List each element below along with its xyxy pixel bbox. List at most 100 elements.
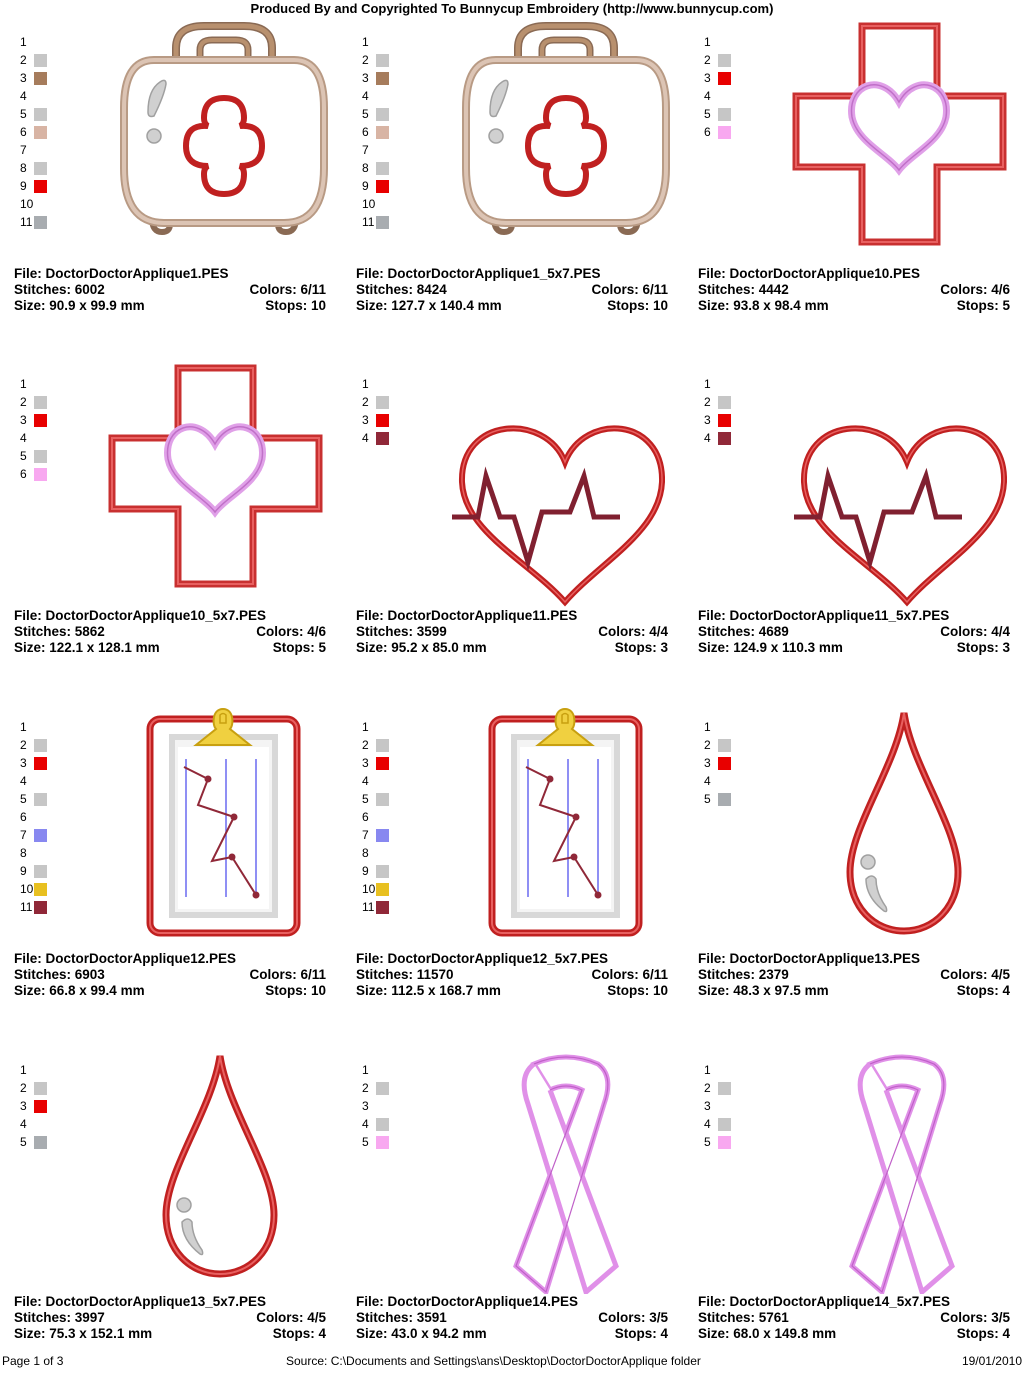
color-index: 1 — [20, 35, 27, 49]
color-swatch — [718, 739, 731, 752]
color-swatch-row: 1 — [362, 35, 402, 53]
color-swatch — [376, 1136, 389, 1149]
color-swatch-row: 11 — [20, 215, 60, 233]
color-index: 2 — [362, 1081, 369, 1095]
color-index: 7 — [20, 828, 27, 842]
color-index: 3 — [704, 756, 711, 770]
file-name: File: DoctorDoctorApplique13.PES — [698, 951, 921, 966]
color-index: 9 — [20, 179, 27, 193]
color-swatch-row: 3 — [362, 71, 402, 89]
color-swatch — [376, 757, 389, 770]
color-index: 3 — [704, 1099, 711, 1113]
color-index: 7 — [362, 143, 369, 157]
color-swatch — [376, 108, 389, 121]
color-swatch-row: 2 — [362, 738, 402, 756]
color-index: 11 — [362, 900, 375, 914]
color-swatch-row: 5 — [20, 1135, 60, 1153]
color-index: 5 — [362, 1135, 369, 1149]
color-index: 8 — [362, 161, 369, 175]
color-swatch-row: 4 — [362, 431, 402, 449]
color-swatch-row: 10 — [362, 197, 402, 215]
color-swatch — [34, 793, 47, 806]
info-row: File: DoctorDoctorApplique14_5x7.PES — [698, 1294, 1010, 1310]
color-swatch — [34, 829, 47, 842]
color-swatch-row: 1 — [362, 720, 402, 738]
color-count: Colors: 4/5 — [256, 1310, 326, 1325]
file-name: File: DoctorDoctorApplique10.PES — [698, 266, 921, 281]
color-swatch — [718, 757, 731, 770]
color-swatch — [718, 108, 731, 121]
color-index: 10 — [20, 197, 34, 211]
color-swatch-row: 3 — [704, 1099, 744, 1117]
color-swatch-row: 7 — [362, 143, 402, 161]
color-swatch-row: 3 — [704, 71, 744, 89]
color-index: 1 — [362, 35, 369, 49]
color-swatch-row: 4 — [20, 774, 60, 792]
color-swatch — [718, 414, 731, 427]
color-swatch — [34, 396, 47, 409]
color-swatch-row: 9 — [20, 179, 60, 197]
color-swatch-row: 5 — [362, 107, 402, 125]
stitch-count: Stitches: 3599 — [356, 624, 447, 639]
color-swatch-row: 4 — [704, 1117, 744, 1135]
color-swatch-row: 3 — [362, 413, 402, 431]
color-index: 4 — [704, 1117, 711, 1131]
color-swatch-row: 2 — [362, 1081, 402, 1099]
color-index: 3 — [20, 413, 27, 427]
color-swatch — [718, 126, 731, 139]
color-index: 11 — [20, 215, 33, 229]
color-swatch-row: 4 — [20, 89, 60, 107]
design-size: Size: 95.2 x 85.0 mm — [356, 640, 487, 655]
color-swatch-row: 2 — [704, 738, 744, 756]
color-index: 4 — [20, 89, 27, 103]
color-swatch-row: 8 — [20, 846, 60, 864]
page-header: Produced By and Copyrighted To Bunnycup … — [250, 1, 774, 16]
color-count: Colors: 6/11 — [591, 967, 668, 982]
color-swatch-row: 6 — [20, 467, 60, 485]
design-preview-ribbon — [822, 1054, 982, 1299]
info-row: File: DoctorDoctorApplique13_5x7.PES — [14, 1294, 326, 1310]
color-swatch-row: 2 — [20, 395, 60, 413]
color-index: 5 — [20, 107, 27, 121]
color-swatch — [34, 1100, 47, 1113]
color-index: 7 — [20, 143, 27, 157]
design-preview-heart — [792, 412, 1008, 612]
color-index: 3 — [20, 756, 27, 770]
design-preview-drop — [160, 1050, 280, 1285]
color-count: Colors: 4/5 — [940, 967, 1010, 982]
color-count: Colors: 4/4 — [940, 624, 1010, 639]
stop-count: Stops: 5 — [272, 640, 326, 655]
color-index: 4 — [362, 1117, 369, 1131]
color-index: 9 — [362, 864, 369, 878]
design-preview-bag — [114, 18, 334, 253]
stop-count: Stops: 10 — [265, 298, 326, 313]
color-swatch-row: 10 — [20, 882, 60, 900]
color-index: 8 — [362, 846, 369, 860]
color-index: 4 — [704, 774, 711, 788]
color-index: 6 — [20, 810, 27, 824]
color-swatch — [34, 180, 47, 193]
color-index: 3 — [362, 71, 369, 85]
design-preview-cross — [792, 22, 1007, 252]
